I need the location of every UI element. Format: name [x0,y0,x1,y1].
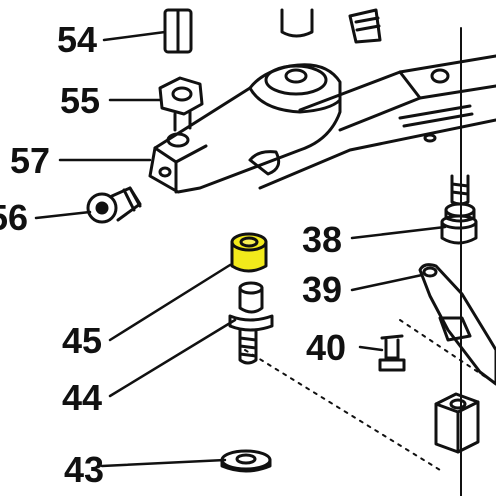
callout-57: 57 [10,140,50,181]
part-45-sleeve [230,232,268,273]
part-43-washer [220,449,272,473]
callout-39: 39 [302,269,342,310]
callout-55: 55 [60,80,100,121]
part-39-link-plate [418,263,496,386]
callout-56: 56 [0,197,28,238]
part-54-screw [163,8,193,54]
top-bolt-part [280,8,382,44]
callout-40: 40 [306,327,346,368]
part-38-stud [440,174,478,245]
crank-arm [148,63,342,194]
slider-block [434,392,480,454]
callout-38: 38 [302,219,342,260]
callout-44: 44 [62,377,102,418]
leader-lines [34,27,491,496]
callout-45: 45 [62,320,102,361]
guide-rail [258,54,496,190]
part-44-shoulder-screw [228,281,274,365]
callout-43: 43 [64,449,104,490]
part-56-screw [86,186,142,224]
part-40-screw [378,334,406,372]
part-55-nut [158,76,204,132]
callout-54: 54 [57,19,97,60]
